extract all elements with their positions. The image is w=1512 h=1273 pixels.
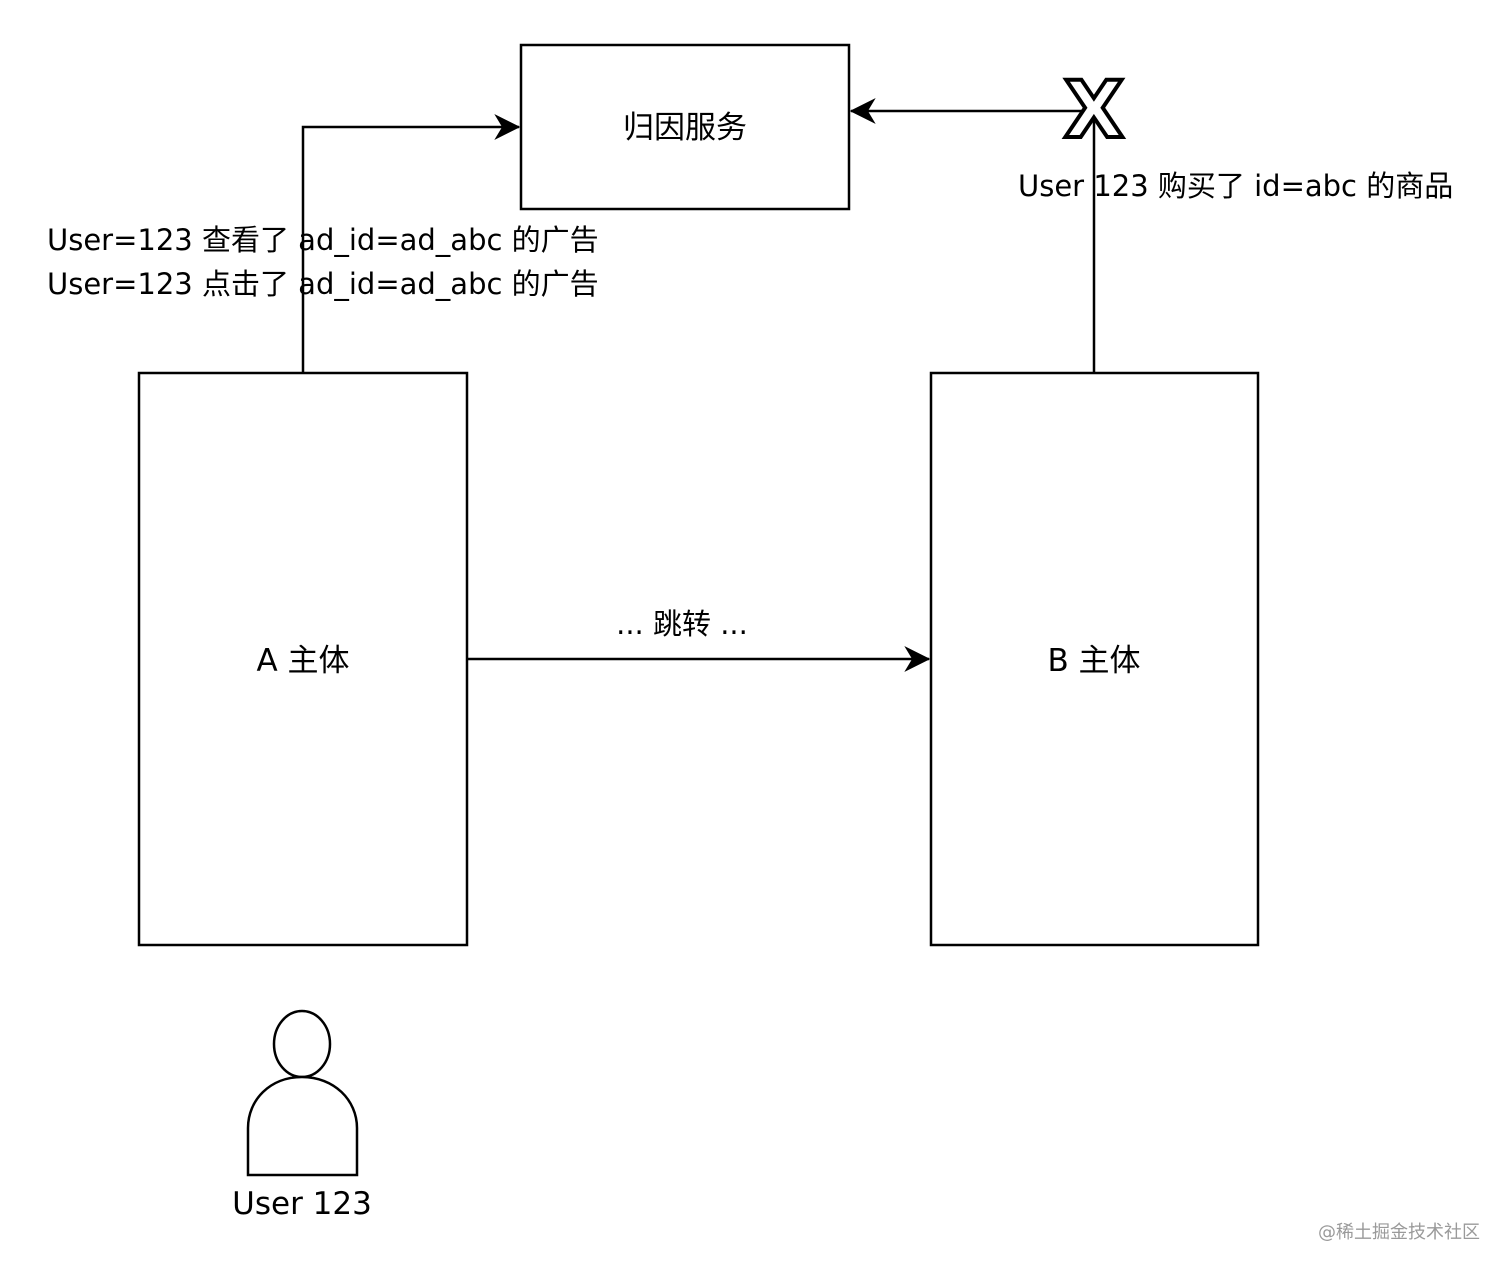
attribution-service-label: 归因服务 — [623, 110, 747, 146]
edge-a-to-attribution-line — [301, 114, 521, 373]
edge-a-to-b[interactable]: ... 跳转 ... — [467, 607, 931, 672]
entity-b-label: B 主体 — [1047, 643, 1140, 679]
blocked-x-icon: X — [1062, 64, 1126, 158]
entity-b-node[interactable]: B 主体 — [929, 371, 1260, 947]
entity-a-node[interactable]: A 主体 — [137, 371, 469, 947]
svg-text:X: X — [1064, 66, 1124, 156]
user-actor[interactable]: User 123 — [232, 1009, 372, 1222]
user-person-icon — [246, 1009, 359, 1177]
edge-purchase-label: User 123 购买了 id=abc 的商品 — [1018, 169, 1453, 203]
entity-a-label: A 主体 — [256, 643, 349, 679]
watermark-text: @稀土掘金技术社区 — [1318, 1222, 1480, 1243]
edge-redirect-label: ... 跳转 ... — [616, 607, 748, 641]
attribution-service-node[interactable]: 归因服务 — [519, 43, 851, 211]
edge-a-to-attribution[interactable]: User=123 查看了 ad_id=ad_abc 的广告 User=123 点… — [47, 114, 599, 373]
edge-click-ad-label: User=123 点击了 ad_id=ad_abc 的广告 — [47, 267, 599, 301]
user-label: User 123 — [232, 1186, 372, 1222]
edge-b-to-attribution[interactable]: User 123 购买了 id=abc 的商品 — [849, 98, 1453, 373]
edge-view-ad-label: User=123 查看了 ad_id=ad_abc 的广告 — [47, 223, 599, 257]
